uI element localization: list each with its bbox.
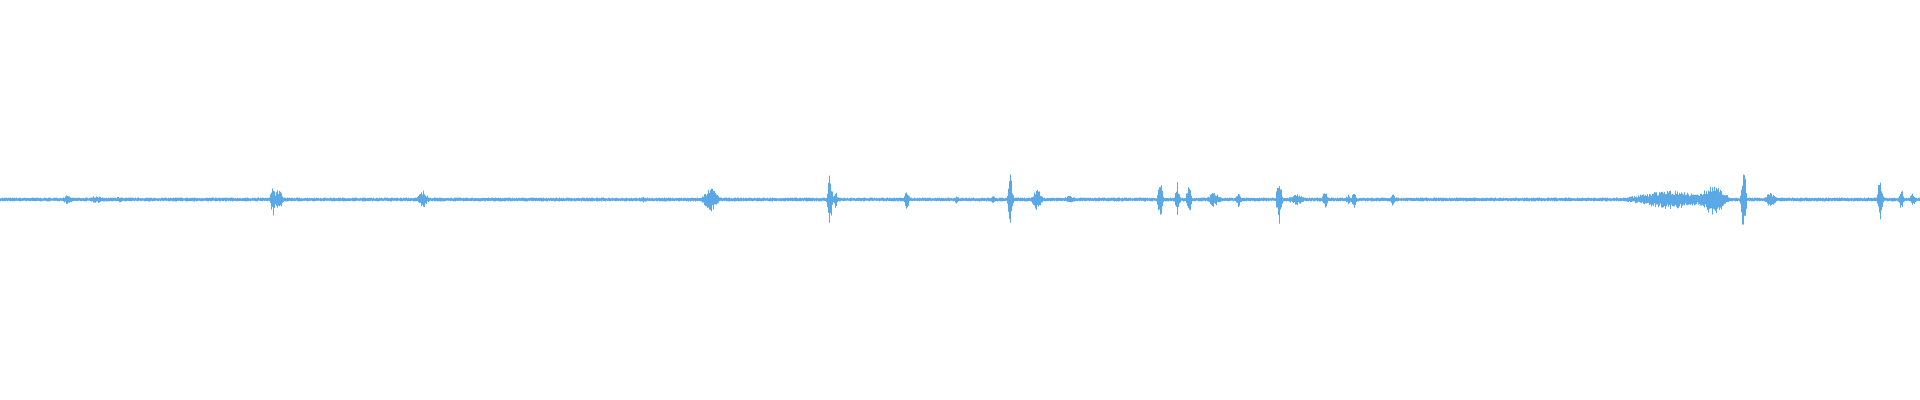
- waveform-trace: [0, 174, 1920, 225]
- waveform-samples: [0, 174, 1920, 225]
